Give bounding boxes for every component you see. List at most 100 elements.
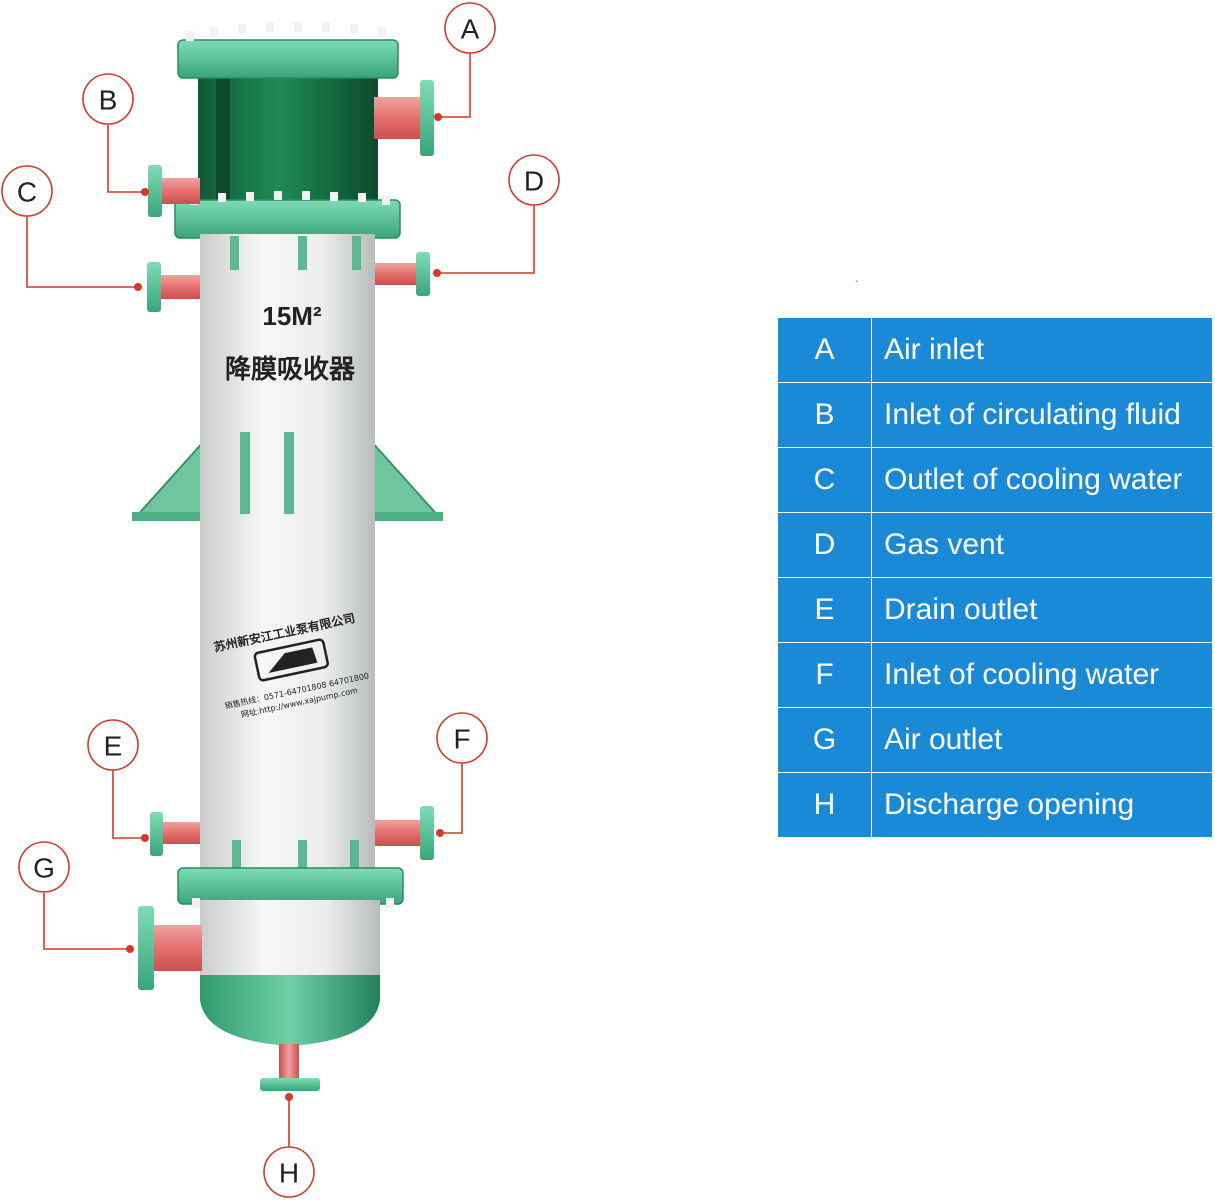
leader-B bbox=[107, 125, 145, 193]
nozzle-H-flange bbox=[260, 1078, 320, 1091]
callout-circle bbox=[508, 154, 560, 206]
bottom-dished-head bbox=[200, 975, 380, 1046]
top-cover-bolts bbox=[186, 22, 386, 41]
nozzle-H-pipe bbox=[279, 1044, 299, 1082]
callout-A: A bbox=[444, 2, 496, 54]
legend-row: B Inlet of circulating fluid bbox=[777, 382, 1213, 448]
absorber-vessel: 15M² 降膜吸收器 苏州新安江工业泵有限公司 销售热线：0571-647018… bbox=[132, 22, 443, 1091]
legend-key: A bbox=[777, 317, 872, 383]
leader-C-dot bbox=[134, 283, 142, 291]
nozzle-C-pipe bbox=[158, 275, 200, 299]
legend-row: C Outlet of cooling water bbox=[777, 447, 1213, 513]
legend-row: D Gas vent bbox=[777, 512, 1213, 578]
nozzle-B-flange bbox=[148, 165, 162, 217]
leader-H-dot bbox=[285, 1093, 293, 1101]
leader-E-dot bbox=[141, 834, 149, 842]
support-plate-left bbox=[132, 512, 212, 521]
legend-key: G bbox=[777, 707, 872, 773]
top-channel-partition bbox=[216, 58, 230, 208]
support-bracket-left bbox=[132, 437, 206, 519]
nozzle-D-pipe bbox=[375, 263, 420, 285]
legend-key: E bbox=[777, 577, 872, 643]
callout-letter: C bbox=[17, 177, 37, 208]
nozzle-B-pipe bbox=[158, 178, 200, 204]
callout-letter: A bbox=[461, 14, 480, 45]
callout-B: B bbox=[82, 73, 134, 125]
nozzle-F-flange bbox=[420, 806, 434, 860]
callout-H: H bbox=[263, 1146, 315, 1198]
leader-D-dot bbox=[433, 269, 441, 277]
legend-row: F Inlet of cooling water bbox=[777, 642, 1213, 708]
callout-F: F bbox=[436, 712, 488, 764]
upper-shell-flange bbox=[174, 199, 401, 239]
leader-F bbox=[440, 763, 463, 834]
callout-letter: H bbox=[279, 1158, 299, 1189]
main-shell bbox=[200, 234, 375, 884]
legend-table: A Air inlet B Inlet of circulating fluid… bbox=[777, 317, 1213, 838]
lower-shell-flange bbox=[177, 867, 404, 905]
leader-D bbox=[437, 205, 535, 274]
legend-desc: Drain outlet bbox=[871, 577, 1213, 643]
nozzle-G-flange bbox=[138, 906, 154, 990]
legend-row: G Air outlet bbox=[777, 707, 1213, 773]
legend-desc: Air inlet bbox=[871, 317, 1213, 383]
legend-desc: Outlet of cooling water bbox=[871, 447, 1213, 513]
nozzle-G-pipe bbox=[152, 925, 202, 971]
leader-G-dot bbox=[126, 945, 134, 953]
callout-circle bbox=[18, 841, 70, 893]
nozzle-F-pipe bbox=[375, 820, 425, 846]
callout-circle bbox=[444, 2, 496, 54]
callout-letter: E bbox=[104, 731, 123, 762]
nozzle-C-flange bbox=[147, 262, 161, 312]
area-label: 15M² bbox=[262, 301, 322, 331]
leader-C bbox=[26, 216, 138, 288]
callout-circle bbox=[1, 165, 53, 217]
callout-E: E bbox=[87, 719, 139, 771]
legend-desc: Gas vent bbox=[871, 512, 1213, 578]
callout-letter: D bbox=[524, 166, 544, 197]
nozzle-A-flange bbox=[420, 80, 434, 156]
leader-E bbox=[112, 770, 145, 839]
callout-circle bbox=[87, 719, 139, 771]
callout-leaders bbox=[26, 53, 535, 1147]
legend-key: B bbox=[777, 382, 872, 448]
callout-circle bbox=[82, 73, 134, 125]
callout-letter: B bbox=[99, 85, 118, 116]
legend-desc: Air outlet bbox=[871, 707, 1213, 773]
top-cover-flange bbox=[177, 39, 399, 79]
shell-stiffener-ribs bbox=[230, 236, 361, 875]
leader-A-dot bbox=[434, 113, 442, 121]
leader-F-dot bbox=[436, 829, 444, 837]
callout-letter: F bbox=[453, 724, 470, 755]
legend-key: F bbox=[777, 642, 872, 708]
legend-key: D bbox=[777, 512, 872, 578]
callout-circle bbox=[263, 1146, 315, 1198]
leader-B-dot bbox=[141, 188, 149, 196]
legend-desc: Inlet of cooling water bbox=[871, 642, 1213, 708]
legend-key: C bbox=[777, 447, 872, 513]
legend-row: A Air inlet bbox=[777, 317, 1213, 383]
nozzle-E-pipe bbox=[160, 822, 200, 844]
callout-C: C bbox=[1, 165, 53, 217]
callout-circle bbox=[436, 712, 488, 764]
legend-key: H bbox=[777, 772, 872, 838]
support-bracket-right bbox=[369, 437, 443, 519]
logo-emblem bbox=[253, 638, 329, 682]
nozzle-E-flange bbox=[150, 812, 163, 856]
legend-row: H Discharge opening bbox=[777, 772, 1213, 838]
leader-G bbox=[43, 893, 130, 950]
callout-letter: G bbox=[33, 853, 55, 884]
callout-D: D bbox=[508, 154, 560, 206]
leader-A bbox=[438, 53, 471, 118]
bottom-shell bbox=[200, 900, 380, 980]
nozzle-A-pipe bbox=[374, 97, 426, 139]
nozzle-D-flange bbox=[416, 252, 430, 296]
stray-mark: ` bbox=[855, 280, 859, 291]
support-plate-right bbox=[363, 512, 443, 521]
legend-desc: Inlet of circulating fluid bbox=[871, 382, 1213, 448]
legend-row: E Drain outlet bbox=[777, 577, 1213, 643]
legend-desc: Discharge opening bbox=[871, 772, 1213, 838]
chinese-label: 降膜吸收器 bbox=[225, 355, 356, 385]
logo-emblem-mark bbox=[268, 647, 318, 673]
